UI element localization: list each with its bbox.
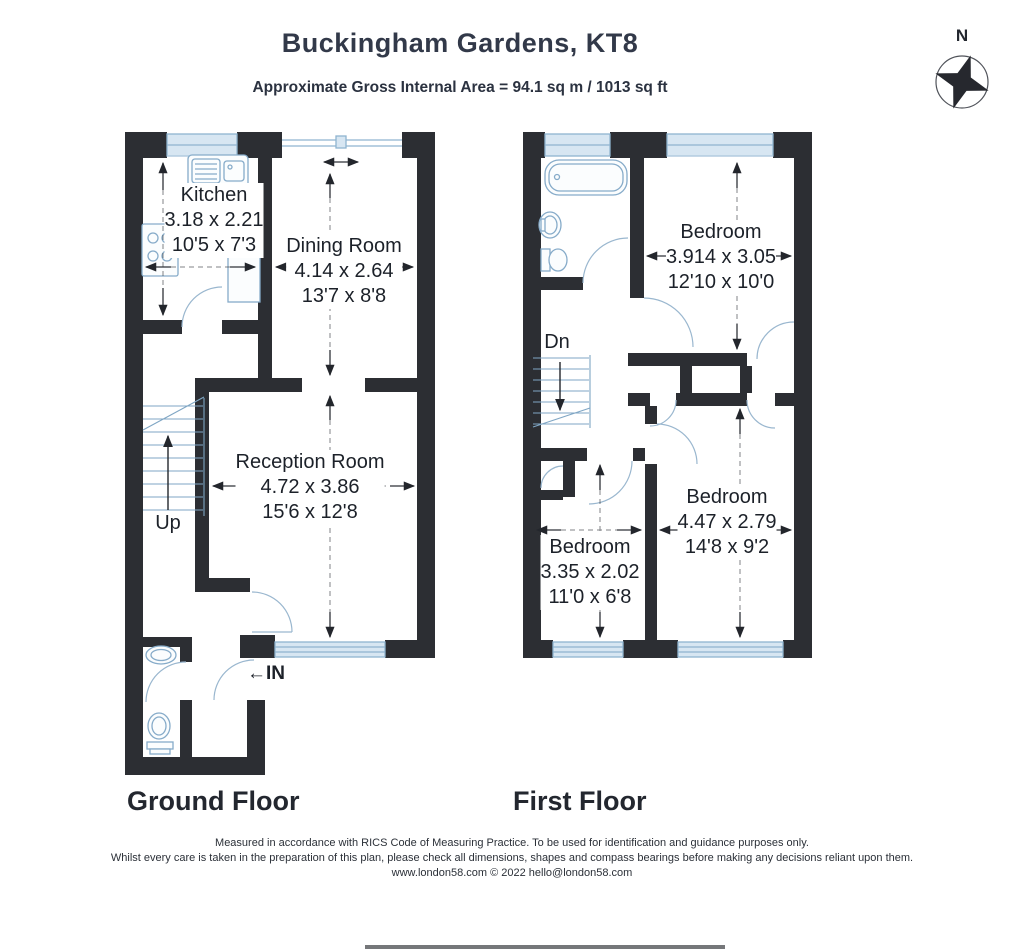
ground-floor-windows (166, 133, 402, 658)
entrance-text: IN (266, 663, 285, 684)
dining-room-name: Dining Room (286, 235, 402, 257)
bedroom-2-label: Bedroom 4.47 x 2.79 14'8 x 9'2 (677, 485, 777, 560)
kitchen-name: Kitchen (180, 184, 248, 206)
bedroom-3-label: Bedroom 3.35 x 2.02 11'0 x 6'8 (540, 535, 640, 610)
bedroom-3-imperial: 11'0 x 6'8 (548, 586, 632, 608)
first-floor-doors (540, 237, 795, 505)
bedroom-1-name: Bedroom (680, 221, 762, 243)
scan-artifact-bar (365, 945, 725, 949)
stairs-up (142, 396, 205, 516)
ground-floor-title: Ground Floor (127, 786, 300, 817)
entrance-arrow-icon: ← (247, 663, 266, 684)
ground-floor-walls (125, 132, 435, 775)
wc-basin-icon (145, 645, 177, 665)
first-floor-title: First Floor (513, 786, 647, 817)
first-floor-windows (544, 133, 784, 658)
bedroom-2-metric: 4.47 x 2.79 (677, 511, 777, 533)
stairs-down-label: Dn (544, 331, 570, 354)
reception-room-imperial: 15'6 x 12'8 (262, 501, 358, 523)
reception-room-label: Reception Room 4.72 x 3.86 15'6 x 12'8 (235, 450, 385, 525)
bedroom-1-metric: 3.914 x 3.05 (665, 246, 777, 268)
entrance-label: ←IN (247, 663, 285, 685)
kitchen-label: Kitchen 3.18 x 2.21 10'5 x 7'3 (164, 183, 264, 258)
bathroom-basin-icon (538, 211, 562, 239)
first-floor-walls (523, 132, 812, 658)
bathroom-toilet-icon (540, 248, 568, 272)
bedroom-1-imperial: 12'10 x 10'0 (667, 271, 775, 293)
bathtub-icon (544, 159, 628, 196)
ground-floor-doors (145, 286, 293, 703)
stairs-up-label: Up (155, 512, 181, 535)
stairs-down (532, 355, 591, 428)
disclaimer-line-2: Whilst every care is taken in the prepar… (110, 851, 914, 866)
page-title: Buckingham Gardens, KT8 (281, 28, 639, 59)
compass-north-label: N (955, 26, 969, 45)
bedroom-2-name: Bedroom (686, 486, 768, 508)
wc-toilet-icon (146, 712, 174, 755)
reception-room-metric: 4.72 x 3.86 (260, 476, 360, 498)
kitchen-sink-icon (187, 154, 249, 188)
ground-floor-plan (125, 132, 435, 775)
disclaimer-line-1: Measured in accordance with RICS Code of… (215, 836, 809, 851)
kitchen-metric: 3.18 x 2.21 (164, 209, 264, 231)
page-subtitle: Approximate Gross Internal Area = 94.1 s… (252, 79, 668, 97)
compass-icon (935, 55, 989, 109)
bedroom-3-metric: 3.35 x 2.02 (540, 561, 640, 583)
dining-room-label: Dining Room 4.14 x 2.64 13'7 x 8'8 (286, 234, 402, 309)
dining-room-metric: 4.14 x 2.64 (294, 260, 394, 282)
reception-room-name: Reception Room (235, 451, 385, 473)
kitchen-imperial: 10'5 x 7'3 (171, 234, 257, 256)
first-floor-plan (523, 132, 812, 658)
bedroom-1-label: Bedroom 3.914 x 3.05 12'10 x 10'0 (665, 220, 777, 295)
dining-room-imperial: 13'7 x 8'8 (301, 285, 387, 307)
bedroom-3-name: Bedroom (549, 536, 631, 558)
footer-contact: www.london58.com © 2022 hello@london58.c… (391, 866, 633, 881)
bedroom-2-imperial: 14'8 x 9'2 (684, 536, 770, 558)
